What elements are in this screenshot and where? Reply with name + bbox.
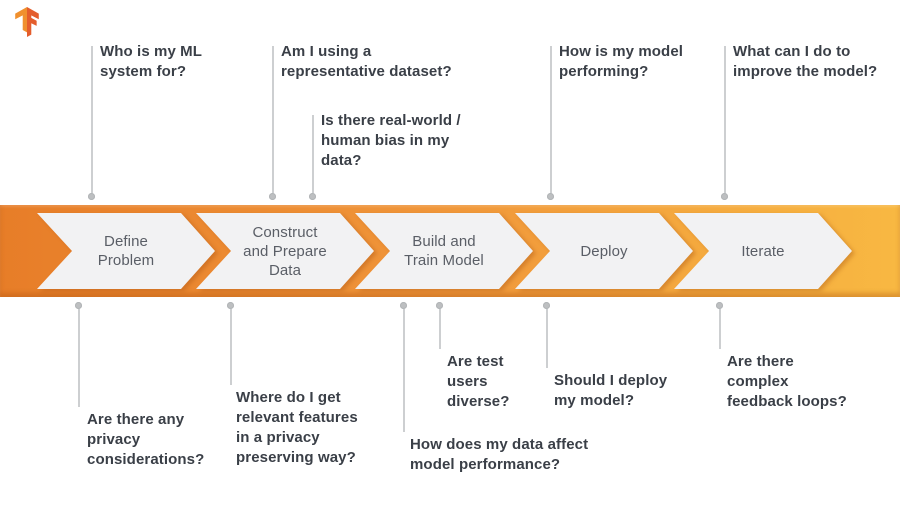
question-top-real-world-bias: Is there real-world / human bias in my d… xyxy=(321,112,461,169)
question-top-model-performing: How is my model performing? xyxy=(559,43,684,80)
question-bottom-should-deploy: Should I deploy my model? xyxy=(554,372,668,409)
connector-line xyxy=(439,309,441,349)
stage-label: Iterate xyxy=(741,242,785,260)
connector-line xyxy=(546,309,548,368)
question-bottom-data-affect-performance: How does my data affect model performanc… xyxy=(410,436,589,473)
question-top-who-is-system-for: Who is my ML system for? xyxy=(100,43,203,80)
tensorflow-logo-icon xyxy=(15,7,39,37)
stage-label: Deploy xyxy=(580,242,628,260)
connector-line xyxy=(719,309,721,349)
stage-label: Construct and Prepare Data xyxy=(243,223,327,279)
connector-line xyxy=(550,46,552,193)
stage-chevron-build-train-model: Build and Train Model xyxy=(355,213,533,289)
connector-line xyxy=(272,46,274,193)
connector-line xyxy=(312,115,314,193)
connector-line xyxy=(403,309,405,432)
stage-chevron-deploy: Deploy xyxy=(515,213,693,289)
stage-chevron-iterate: Iterate xyxy=(674,213,852,289)
stage-label: Define Problem xyxy=(97,233,155,269)
stage-label: Build and Train Model xyxy=(404,233,484,269)
connector-dot xyxy=(543,302,550,309)
connector-dot xyxy=(75,302,82,309)
connector-dot xyxy=(309,193,316,200)
connector-line xyxy=(230,309,232,385)
connector-dot xyxy=(269,193,276,200)
stage-chevron-construct-prepare-data: Construct and Prepare Data xyxy=(196,213,374,289)
connector-dot xyxy=(721,193,728,200)
connector-dot xyxy=(227,302,234,309)
connector-dot xyxy=(547,193,554,200)
connector-line xyxy=(724,46,726,193)
question-bottom-feedback-loops: Are there complex feedback loops? xyxy=(727,353,847,410)
connector-dot xyxy=(436,302,443,309)
question-bottom-privacy-considerations: Are there any privacy considerations? xyxy=(87,411,205,468)
workflow-banner: Define Problem Construct and Prepare Dat… xyxy=(0,205,900,297)
connector-dot xyxy=(400,302,407,309)
stage-chevron-define-problem: Define Problem xyxy=(37,213,215,289)
question-bottom-test-users-diverse: Are test users diverse? xyxy=(447,353,510,410)
question-top-representative-dataset: Am I using a representative dataset? xyxy=(281,43,452,80)
connector-dot xyxy=(88,193,95,200)
connector-dot xyxy=(716,302,723,309)
connector-line xyxy=(78,309,80,407)
question-bottom-relevant-features-privacy: Where do I get relevant features in a pr… xyxy=(236,389,358,466)
question-top-improve-model: What can I do to improve the model? xyxy=(733,43,878,80)
connector-line xyxy=(91,46,93,193)
